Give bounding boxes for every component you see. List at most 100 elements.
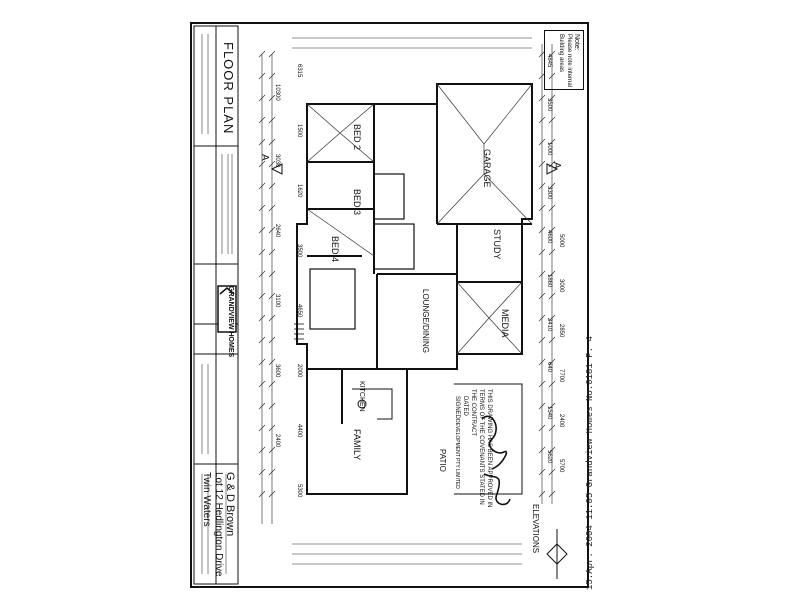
floor-plan-sheet: FLOOR PLAN GRANDVIEW HOMES G & D Brown L… <box>190 22 589 588</box>
dimension-value: 1620 <box>296 184 302 198</box>
dimension-tick <box>268 336 276 344</box>
dimension-tick <box>548 292 556 300</box>
dimension-tick <box>268 490 276 498</box>
room-label-bed3: BED 3 <box>352 189 362 216</box>
dimension-tick <box>268 248 276 256</box>
dimension-tick <box>268 182 276 190</box>
dimension-value: 640 <box>546 362 552 373</box>
dimension-tick <box>548 424 556 432</box>
dimension-tick <box>268 50 276 58</box>
dimension-tick <box>538 182 546 190</box>
approval-line-3: THE CONTRACT <box>470 389 476 436</box>
dimension-tick <box>268 270 276 278</box>
builder-logo-text: GRANDVIEW HOMES <box>227 286 234 358</box>
room-label-bed2: BED 2 <box>352 124 362 151</box>
dimension-tick <box>548 380 556 388</box>
dimension-tick <box>538 248 546 256</box>
dimension-tick <box>268 424 276 432</box>
drawing-title: FLOOR PLAN <box>221 42 236 135</box>
client-name: G & D Brown <box>224 472 236 537</box>
dimension-tick <box>548 226 556 234</box>
dimension-value: 5000 <box>558 234 564 248</box>
dimension-value: 3500 <box>296 244 302 258</box>
approval-signed-label: SIGNED <box>454 396 460 420</box>
dimension-tick <box>258 116 266 124</box>
dimension-tick <box>548 402 556 410</box>
dimension-tick <box>258 138 266 146</box>
dimension-value: 5300 <box>296 484 302 498</box>
elevation-symbol <box>546 529 568 579</box>
dimension-tick <box>548 72 556 80</box>
dimension-tick <box>268 226 276 234</box>
dimension-value: 4400 <box>296 424 302 438</box>
kitchen-bench <box>352 388 393 420</box>
dimension-tick <box>258 226 266 234</box>
approval-stamp-frame <box>454 383 523 495</box>
dimension-tick <box>548 182 556 190</box>
dimension-tick <box>258 50 266 58</box>
dimension-tick <box>258 204 266 212</box>
dimension-value: 1500 <box>296 124 302 138</box>
dimension-value: 4650 <box>296 304 302 318</box>
approval-line-1: THIS DRAWING HAS BEEN APPROVED IN <box>486 389 492 508</box>
dimension-tick <box>258 292 266 300</box>
dimension-tick <box>538 116 546 124</box>
dimension-tick <box>548 468 556 476</box>
floor-plan-drawing <box>193 25 568 585</box>
dimension-value: 2000 <box>296 364 302 378</box>
dimension-value: 10300 <box>274 84 280 101</box>
dimension-value: 6315 <box>296 64 302 78</box>
dimension-tick <box>268 314 276 322</box>
dimension-value: 2850 <box>558 324 564 338</box>
dimension-tick <box>538 94 546 102</box>
dimension-tick <box>538 138 546 146</box>
notes-box <box>544 30 584 90</box>
dimension-tick <box>548 50 556 58</box>
room-label-patio: PATIO <box>438 449 447 472</box>
dimension-tick <box>258 72 266 80</box>
dimension-tick <box>258 424 266 432</box>
section-markers <box>270 163 559 175</box>
dimension-tick <box>538 336 546 344</box>
walls <box>296 83 533 495</box>
dimension-tick <box>258 314 266 322</box>
dimension-value: 2410 <box>546 318 552 332</box>
dimension-tick <box>258 270 266 278</box>
dimension-tick <box>268 358 276 366</box>
dimension-tick <box>268 160 276 168</box>
dimension-value: 1540 <box>546 406 552 420</box>
dimension-tick <box>258 490 266 498</box>
approval-company: DEVELOPMENT PTY LIMITED <box>454 419 460 489</box>
dimension-tick <box>538 204 546 212</box>
dimension-value: 7700 <box>558 369 564 383</box>
dimension-tick <box>548 270 556 278</box>
dimension-tick <box>538 490 546 498</box>
dimension-tick <box>538 226 546 234</box>
dimension-tick <box>268 380 276 388</box>
dimension-tick <box>268 468 276 476</box>
dimension-tick <box>258 446 266 454</box>
dimension-tick <box>538 358 546 366</box>
dimension-tick <box>268 116 276 124</box>
dimension-tick <box>548 94 556 102</box>
dimension-tick <box>258 182 266 190</box>
dimension-tick <box>268 402 276 410</box>
dimension-tick <box>268 94 276 102</box>
dimension-tick <box>258 94 266 102</box>
room-label-study: STUDY <box>492 229 502 260</box>
dimension-tick <box>548 358 556 366</box>
dimension-value: 1860 <box>546 274 552 288</box>
dimension-tick <box>268 292 276 300</box>
builder-logo-box <box>217 285 237 333</box>
dimension-tick <box>538 314 546 322</box>
dimension-tick <box>548 138 556 146</box>
approval-dated-label: DATED <box>462 396 468 416</box>
handwritten-signature <box>481 415 511 506</box>
room-label-bed4: BED 4 <box>330 236 340 263</box>
dimension-tick <box>258 358 266 366</box>
notes-line-3: Building areas <box>558 34 564 73</box>
dimension-tick <box>258 380 266 388</box>
dimension-value: 5620 <box>546 450 552 464</box>
dimension-value: 3300 <box>546 186 552 200</box>
dimension-tick <box>538 424 546 432</box>
